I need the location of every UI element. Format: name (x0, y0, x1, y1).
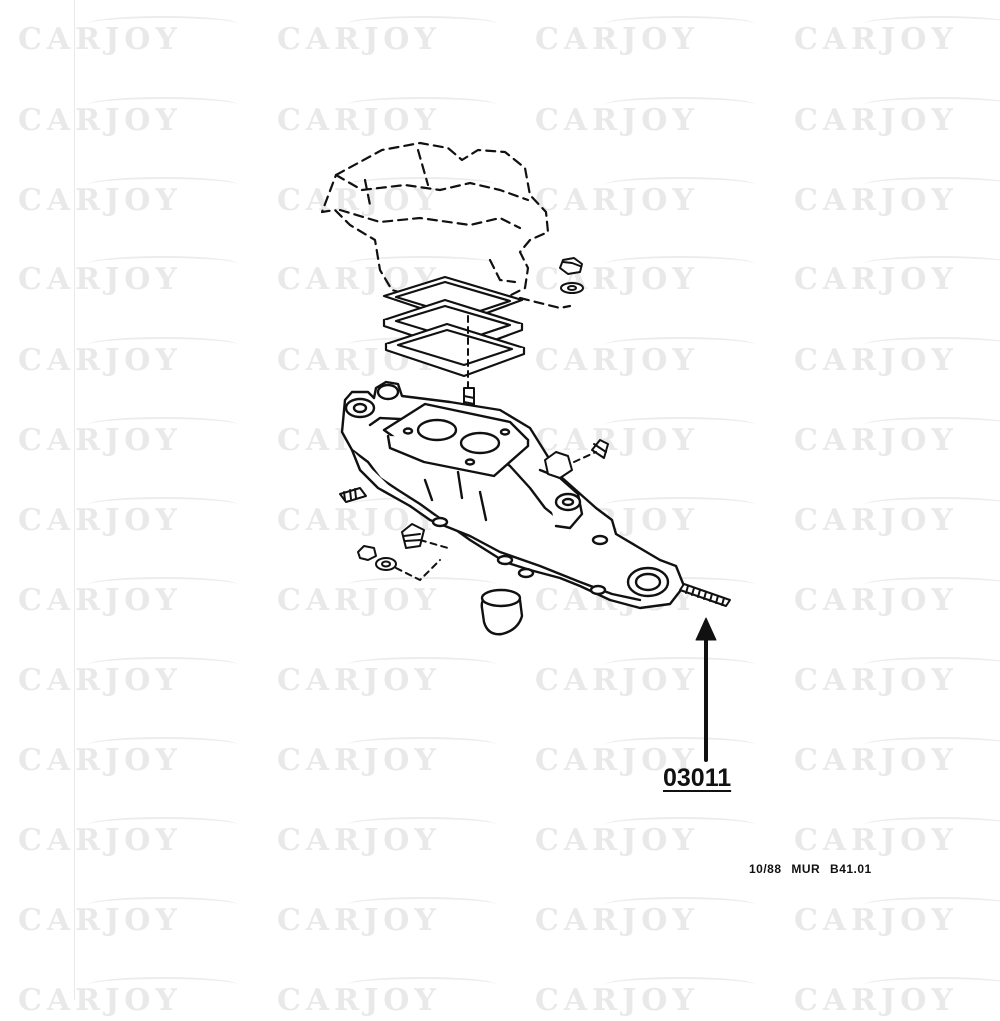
core-plug (480, 588, 524, 636)
carburettor-nut (559, 257, 584, 294)
right-fitting (544, 439, 609, 479)
gasket-lower (384, 322, 526, 378)
right-fitting-leader (573, 451, 597, 463)
left-banjo-fitting (339, 487, 367, 503)
part-number-label: 03011 (663, 764, 732, 792)
callout-arrow-head (695, 617, 717, 641)
scan-margin-line (74, 0, 75, 1000)
exhaust-stud-03011 (679, 583, 731, 607)
exploded-view-drawing (320, 141, 731, 762)
drawing-reference: 10/88 MUR B41.01 (749, 862, 872, 876)
lower-left-nut-washer (357, 545, 397, 571)
lower-stud-fitting (401, 523, 425, 549)
intake-manifold-body (340, 380, 686, 610)
lower-dashed-leader (395, 539, 449, 581)
carburettor-phantom-outline (320, 141, 572, 318)
